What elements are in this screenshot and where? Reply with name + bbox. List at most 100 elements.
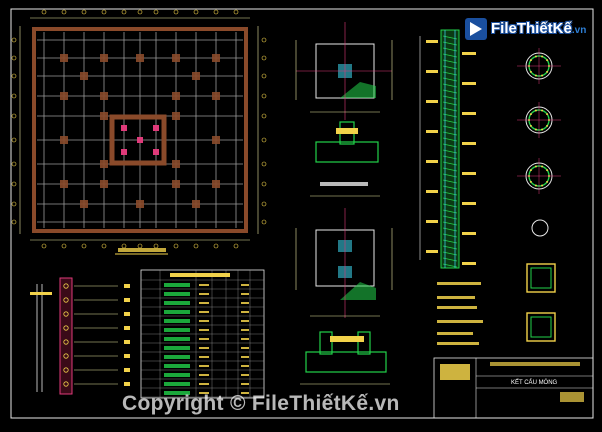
axis-bubble xyxy=(261,201,267,207)
axis-bubble xyxy=(153,243,159,249)
pile-note xyxy=(426,250,438,253)
pile-detail-tag xyxy=(124,284,130,288)
axis-bubble xyxy=(193,243,199,249)
pile-body xyxy=(440,29,460,269)
plan-outer-beam xyxy=(32,27,248,233)
square-section-a xyxy=(526,263,556,293)
schedule-value xyxy=(199,356,209,358)
axis-bubble xyxy=(233,9,239,15)
section-bar xyxy=(546,169,549,172)
schedule-bar-shape xyxy=(164,373,190,377)
pile-detail-tag xyxy=(124,382,130,386)
schedule-value xyxy=(241,383,249,385)
pile-annotations xyxy=(426,40,476,265)
footing-pad xyxy=(80,200,88,208)
section-bar xyxy=(529,70,532,73)
axis-bubble xyxy=(61,9,67,15)
note-line xyxy=(437,320,483,323)
pile-detail-marks xyxy=(30,283,130,387)
pile-tip-detail xyxy=(531,219,549,237)
schedule-bar-shape xyxy=(164,364,190,368)
schedule-bar-shape xyxy=(164,382,190,386)
pile-detail-node xyxy=(63,325,69,331)
axis-bubble xyxy=(61,243,67,249)
note-line xyxy=(437,296,475,299)
axis-bubble xyxy=(11,201,17,207)
pile-detail-body xyxy=(59,277,73,395)
axis-bubble xyxy=(11,161,17,167)
section-bar xyxy=(546,180,549,183)
square-section-a-rebar xyxy=(530,267,552,289)
schedule-value xyxy=(199,293,209,295)
pile-detail-node xyxy=(63,297,69,303)
section-bar xyxy=(541,165,544,168)
footing-pad xyxy=(60,92,68,100)
footing-f1-rebar-hatch xyxy=(340,82,376,98)
footing-details xyxy=(295,22,393,385)
footing-f1-section xyxy=(315,141,379,163)
section-bar xyxy=(534,55,537,58)
footing-f2-stub-a xyxy=(319,331,333,355)
section-bar xyxy=(546,124,549,127)
schedule-value xyxy=(199,320,209,322)
schedule-bar-shape xyxy=(164,337,190,341)
footing-pad xyxy=(136,54,144,62)
schedule-value xyxy=(241,311,249,313)
axis-bubble xyxy=(193,9,199,15)
pile-detail-node xyxy=(63,353,69,359)
axis-bubble xyxy=(213,243,219,249)
section-bar xyxy=(546,70,549,73)
plan-footings xyxy=(60,54,220,208)
core-pile xyxy=(121,149,127,155)
axis-bubble xyxy=(41,9,47,15)
pile-note xyxy=(426,190,438,193)
schedule-bar-shape xyxy=(164,391,190,395)
general-notes xyxy=(437,282,483,345)
pile-note xyxy=(462,82,476,85)
footing-pad xyxy=(100,54,108,62)
schedule-bar-shape xyxy=(164,283,190,287)
axis-bubble xyxy=(11,137,17,143)
schedule-value xyxy=(241,329,249,331)
pile-note xyxy=(462,262,476,265)
core-pile xyxy=(137,137,143,143)
axis-bubble xyxy=(11,93,17,99)
pile-detail-tag xyxy=(124,354,130,358)
axis-bubble xyxy=(137,9,143,15)
site-logo[interactable]: FileThiếtKế.vn xyxy=(463,14,595,44)
plan-dimension-lines xyxy=(11,9,267,249)
axis-bubble xyxy=(101,243,107,249)
section-bar xyxy=(534,74,537,77)
pile-detail-tag xyxy=(124,340,130,344)
section-bar xyxy=(529,180,532,183)
footing-pad xyxy=(192,200,200,208)
schedule-value xyxy=(199,347,209,349)
section-bar xyxy=(541,55,544,58)
axis-bubble xyxy=(11,219,17,225)
plan-title-text xyxy=(118,248,166,252)
axis-bubble xyxy=(261,73,267,79)
pile-note xyxy=(462,52,476,55)
schedule-value xyxy=(241,302,249,304)
footing-pad xyxy=(100,180,108,188)
section-bar xyxy=(529,59,532,62)
schedule-value xyxy=(199,311,209,313)
schedule-bar-shape xyxy=(164,328,190,332)
footing-dimension-lines xyxy=(295,40,393,385)
pile-note xyxy=(462,232,476,235)
pile-detail-tag xyxy=(124,368,130,372)
pile-note xyxy=(426,160,438,163)
schedule-value xyxy=(241,338,249,340)
section-bar xyxy=(529,169,532,172)
axis-bubble xyxy=(173,9,179,15)
pile-note xyxy=(426,100,438,103)
schedule-bar-shape xyxy=(164,301,190,305)
section-bar xyxy=(534,184,537,187)
rebar-schedule xyxy=(140,269,265,399)
axis-bubble xyxy=(173,243,179,249)
axis-bubble xyxy=(11,73,17,79)
pile-detail-node xyxy=(63,283,69,289)
schedule-title xyxy=(170,273,230,277)
